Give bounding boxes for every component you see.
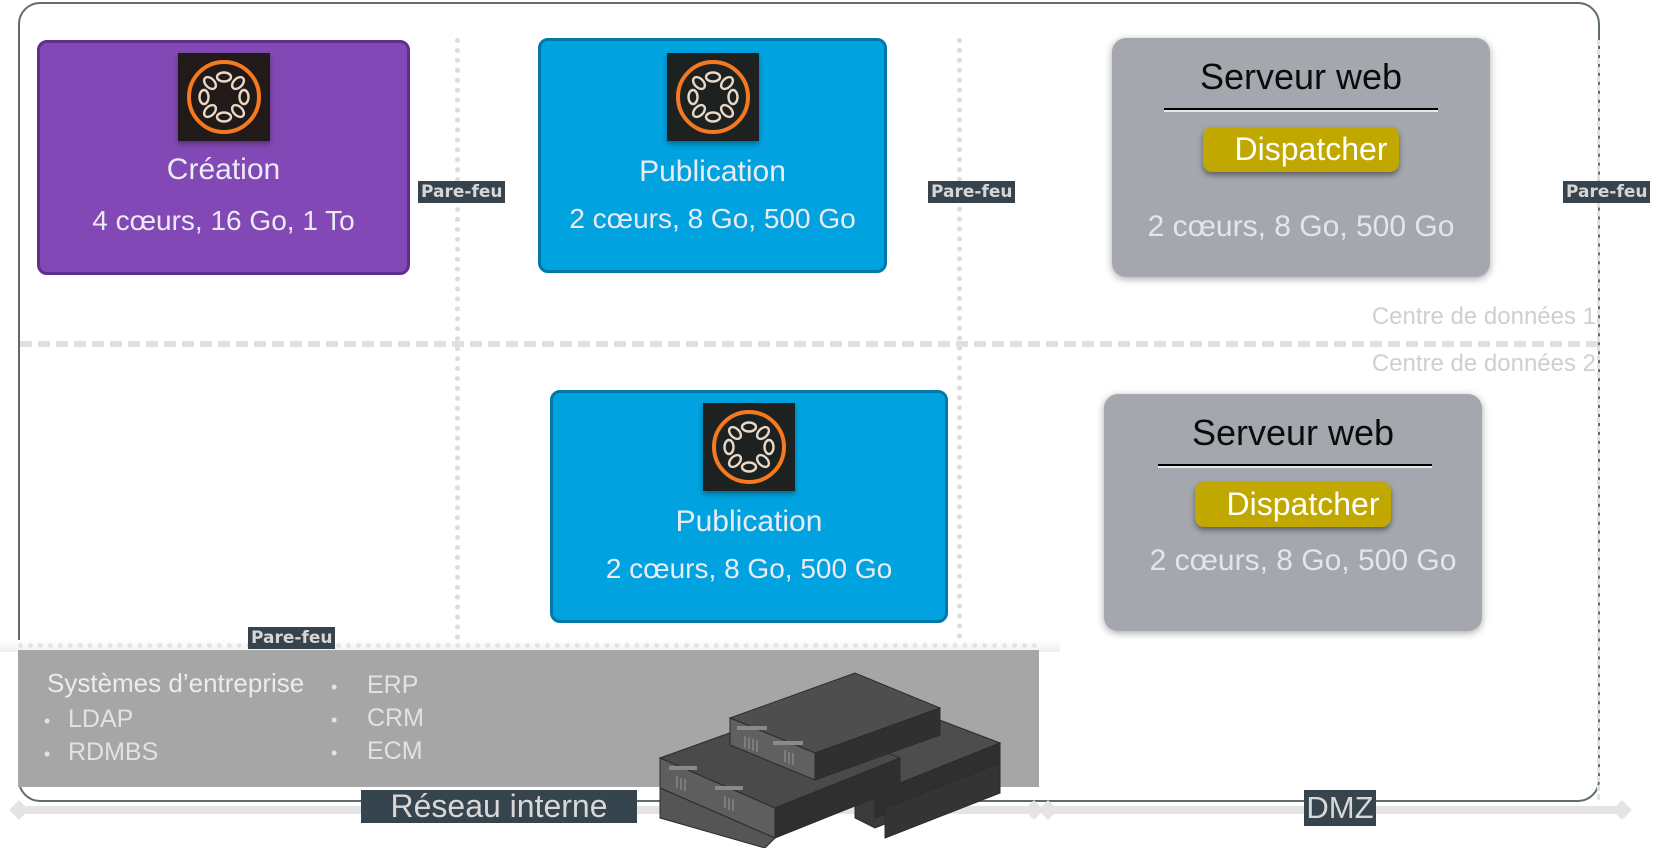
web-server-title: Serveur web bbox=[1191, 412, 1395, 453]
internal-network-label: Réseau interne bbox=[361, 790, 637, 823]
firewall-label: Pare-feu bbox=[248, 627, 336, 649]
dmz-label: DMZ bbox=[1304, 790, 1376, 826]
publish-node-dc1: Publication 2 cœurs, 8 Go, 500 Go bbox=[538, 38, 887, 273]
axis-end-right bbox=[1612, 800, 1632, 820]
web-server-title: Serveur web bbox=[1199, 56, 1403, 97]
web-server-spec: 2 cœurs, 8 Go, 500 Go bbox=[1147, 210, 1455, 243]
dispatcher-badge: Dispatcher bbox=[1203, 127, 1399, 172]
datacenter-divider bbox=[20, 341, 1598, 347]
web-server-spec: 2 cœurs, 8 Go, 500 Go bbox=[1149, 544, 1457, 577]
axis-end bbox=[1038, 800, 1058, 820]
axis-end-left bbox=[9, 800, 29, 820]
server-stack-icon bbox=[655, 668, 1005, 848]
firewall-label: Pare-feu bbox=[1563, 181, 1651, 203]
aem-icon bbox=[666, 53, 759, 141]
author-node: Création 4 cœurs, 16 Go, 1 To bbox=[37, 40, 410, 275]
aem-icon bbox=[703, 403, 795, 491]
list-item: •LDAP bbox=[44, 705, 134, 733]
firewall-label: Pare-feu bbox=[928, 181, 1016, 203]
enterprise-list-2: •ERP •CRM •ECM bbox=[305, 670, 424, 769]
web-server-node-dc2: Serveur web Dispatcher 2 cœurs, 8 Go, 50… bbox=[1104, 394, 1482, 631]
publish-title: Publication bbox=[675, 505, 823, 538]
firewall-label: Pare-feu bbox=[418, 181, 506, 203]
firewall-divider-3 bbox=[1597, 40, 1600, 800]
internal-firewall-divider bbox=[18, 643, 1038, 648]
list-item: •ECM bbox=[331, 737, 423, 765]
aem-icon bbox=[177, 53, 270, 141]
publish-spec: 2 cœurs, 8 Go, 500 Go bbox=[569, 203, 856, 234]
enterprise-title: Systèmes d’entreprise bbox=[47, 668, 305, 698]
title-underline bbox=[1164, 108, 1438, 110]
dispatcher-badge: Dispatcher bbox=[1195, 482, 1391, 527]
publish-title: Publication bbox=[639, 155, 786, 188]
publish-spec: 2 cœurs, 8 Go, 500 Go bbox=[605, 553, 893, 584]
title-underline bbox=[1158, 464, 1432, 466]
publish-node-dc2: Publication 2 cœurs, 8 Go, 500 Go bbox=[550, 390, 948, 623]
datacenter-1-label: Centre de données 1 bbox=[1371, 303, 1596, 330]
author-spec: 4 cœurs, 16 Go, 1 To bbox=[92, 205, 355, 236]
datacenter-2-label: Centre de données 2 bbox=[1371, 350, 1596, 377]
web-server-node-dc1: Serveur web Dispatcher 2 cœurs, 8 Go, 50… bbox=[1112, 38, 1490, 277]
list-item: •RDMBS bbox=[44, 738, 159, 766]
list-item: •ERP bbox=[331, 671, 419, 699]
author-title: Création bbox=[166, 153, 281, 186]
list-item: •CRM bbox=[331, 704, 424, 732]
firewall-divider-2 bbox=[957, 38, 962, 788]
enterprise-list-1: •LDAP •RDMBS bbox=[18, 704, 158, 770]
